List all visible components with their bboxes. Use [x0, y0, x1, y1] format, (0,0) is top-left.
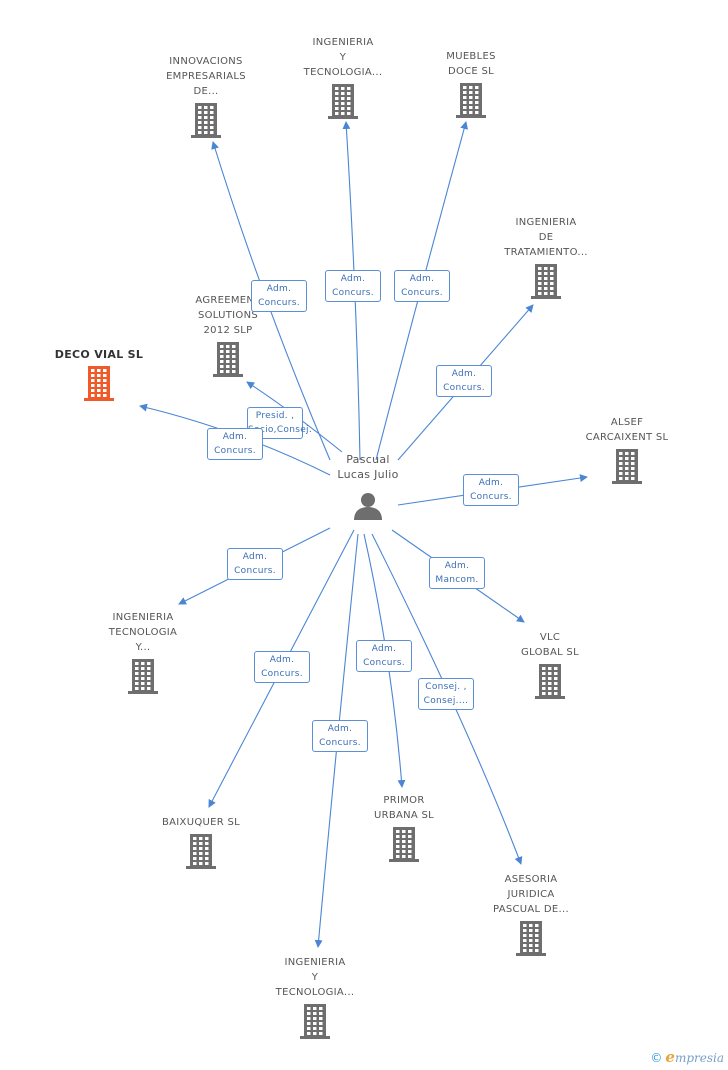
role-badge-decovial[interactable]: Adm. Concurs. — [207, 428, 263, 460]
company-node-ing-tec-bottom[interactable]: INGENIERIA Y TECNOLOGIA... — [240, 955, 390, 1040]
company-label: INGENIERIA DE TRATAMIENTO... — [504, 217, 588, 258]
company-node-muebles[interactable]: MUEBLES DOCE SL — [396, 49, 546, 119]
building-icon — [516, 921, 546, 956]
company-node-primor[interactable]: PRIMOR URBANA SL — [329, 793, 479, 863]
company-node-baixuquer[interactable]: BAIXUQUER SL — [126, 815, 276, 870]
building-icon — [186, 834, 216, 869]
copyright-symbol: © — [650, 1051, 663, 1065]
company-label: VLC GLOBAL SL — [521, 632, 579, 658]
brand-footer: ©empresia — [650, 1048, 724, 1066]
company-node-decovial[interactable]: DECO VIAL SL — [24, 347, 174, 402]
company-label: INGENIERIA Y TECNOLOGIA... — [275, 957, 355, 998]
building-icon — [191, 103, 221, 138]
role-badge-baixuquer[interactable]: Adm. Concurs. — [254, 651, 310, 683]
building-icon — [535, 664, 565, 699]
company-node-ing-tec-top[interactable]: INGENIERIA Y TECNOLOGIA... — [268, 35, 418, 120]
building-icon — [128, 659, 158, 694]
role-badge-vlc[interactable]: Adm. Mancom. — [429, 557, 485, 589]
role-badge-ing-tec-top[interactable]: Adm. Concurs. — [325, 270, 381, 302]
person-icon — [354, 493, 382, 520]
company-label: INGENIERIA Y TECNOLOGIA... — [303, 37, 383, 78]
building-icon — [84, 366, 114, 401]
role-badge-ing-trat[interactable]: Adm. Concurs. — [436, 365, 492, 397]
company-node-agreement[interactable]: AGREEMENT SOLUTIONS 2012 SLP — [153, 293, 303, 378]
building-icon — [328, 84, 358, 119]
building-icon — [612, 449, 642, 484]
role-badge-ing-tec-left[interactable]: Adm. Concurs. — [227, 548, 283, 580]
company-node-vlc[interactable]: VLC GLOBAL SL — [475, 630, 625, 700]
company-label: INGENIERIA TECNOLOGIA Y... — [108, 612, 178, 653]
company-label: DECO VIAL SL — [54, 348, 144, 361]
building-icon — [389, 827, 419, 862]
building-icon — [531, 264, 561, 299]
person-node[interactable]: Pascual Lucas Julio — [318, 452, 418, 520]
building-icon — [456, 83, 486, 118]
company-label: AGREEMENT SOLUTIONS 2012 SLP — [195, 295, 261, 336]
company-label: MUEBLES DOCE SL — [446, 51, 496, 77]
company-node-asesoria[interactable]: ASESORIA JURIDICA PASCUAL DE... — [456, 872, 606, 957]
role-badge-muebles[interactable]: Adm. Concurs. — [394, 270, 450, 302]
role-badge-ing-tec-bottom[interactable]: Adm. Concurs. — [312, 720, 368, 752]
person-name: Pascual Lucas Julio — [337, 453, 399, 481]
role-badge-primor[interactable]: Adm. Concurs. — [356, 640, 412, 672]
company-node-alsef[interactable]: ALSEF CARCAIXENT SL — [552, 415, 702, 485]
company-label: ASESORIA JURIDICA PASCUAL DE... — [493, 874, 569, 915]
company-label: BAIXUQUER SL — [162, 817, 240, 828]
role-badge-alsef[interactable]: Adm. Concurs. — [463, 474, 519, 506]
role-badge-agreement[interactable]: Presid. , Socio,Consej. — [247, 407, 312, 439]
role-badge-innovacions[interactable]: Adm. Concurs. — [251, 280, 307, 312]
brand-logo-text: mpresia — [674, 1051, 724, 1065]
company-label: ALSEF CARCAIXENT SL — [585, 417, 669, 443]
company-node-ing-tec-left[interactable]: INGENIERIA TECNOLOGIA Y... — [68, 610, 218, 695]
building-icon — [300, 1004, 330, 1039]
role-badge-asesoria[interactable]: Consej. , Consej.... — [418, 678, 474, 710]
company-node-innovacions[interactable]: INNOVACIONS EMPRESARIALS DE... — [131, 54, 281, 139]
company-label: INNOVACIONS EMPRESARIALS DE... — [166, 56, 246, 97]
company-node-ing-trat[interactable]: INGENIERIA DE TRATAMIENTO... — [471, 215, 621, 300]
company-label: PRIMOR URBANA SL — [373, 795, 435, 821]
building-icon — [213, 342, 243, 377]
brand-logo-initial: e — [665, 1048, 675, 1066]
edge-asesoria — [371, 533, 523, 865]
